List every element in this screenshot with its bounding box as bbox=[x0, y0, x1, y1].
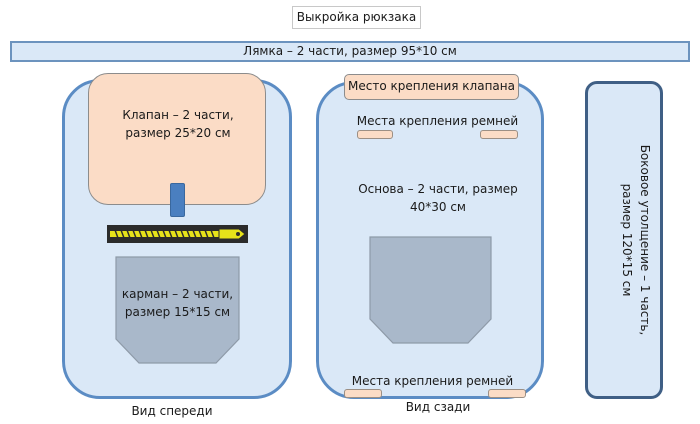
flap-fastener-tab bbox=[170, 183, 185, 217]
strap-attachments-top-label: Места крепления ремней bbox=[356, 114, 519, 128]
side-gusset-label-line1: Боковое утолщение – 1 часть, bbox=[638, 144, 652, 336]
back-pocket bbox=[369, 236, 492, 344]
strap-attach-pad-top-right bbox=[480, 130, 518, 139]
front-flap-label-line2: размер 25*20 см bbox=[125, 126, 231, 140]
front-pocket bbox=[115, 256, 240, 364]
strap-attachments-bottom-label: Места крепления ремней bbox=[351, 374, 514, 388]
front-pocket-label-line1: карман – 2 части, bbox=[121, 287, 234, 301]
strap-piece: Лямка – 2 части, размер 95*10 см bbox=[10, 41, 690, 62]
front-flap-label: Клапан – 2 части, размер 25*20 см bbox=[98, 106, 258, 142]
back-base-label-line1: Основа – 2 части, размер bbox=[358, 182, 518, 196]
strap-attach-pad-bottom-left bbox=[344, 389, 382, 398]
side-gusset-label: Боковое утолщение – 1 часть, размер 120*… bbox=[594, 85, 654, 395]
back-base-label-line2: 40*30 см bbox=[409, 200, 466, 214]
front-pocket-label: карман – 2 части, размер 15*15 см bbox=[115, 285, 240, 321]
front-view-caption: Вид спереди bbox=[131, 404, 213, 418]
front-flap-label-line1: Клапан – 2 части, bbox=[122, 108, 234, 122]
strap-attach-pad-bottom-right bbox=[488, 389, 526, 398]
front-pocket-label-line2: размер 15*15 см bbox=[124, 305, 231, 319]
zipper-icon bbox=[107, 225, 248, 243]
back-base-label: Основа – 2 части, размер 40*30 см bbox=[340, 180, 536, 216]
side-gusset-label-line2: размер 120*15 см bbox=[620, 183, 634, 297]
side-gusset-piece bbox=[585, 81, 663, 399]
strap-attach-pad-top-left bbox=[357, 130, 393, 139]
flap-attachment-area: Место крепления клапана bbox=[344, 74, 519, 100]
back-view-caption: Вид сзади bbox=[405, 400, 471, 414]
pattern-title: Выкройка рюкзака bbox=[292, 6, 421, 29]
